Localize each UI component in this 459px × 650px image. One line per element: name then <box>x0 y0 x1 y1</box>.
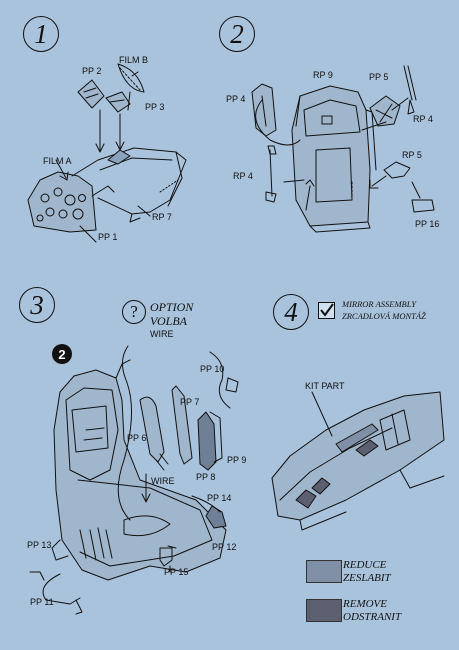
step2-seat-drawing <box>251 65 435 233</box>
legend-remove-swatch <box>306 599 342 622</box>
label-pp11: PP 11 <box>30 597 54 607</box>
label-rp4-right: RP 4 <box>413 114 433 124</box>
label-pp8: PP 8 <box>196 472 216 482</box>
label-mirror-assembly: MIRROR ASSEMBLY <box>342 299 417 309</box>
label-pp10: PP 10 <box>200 364 225 374</box>
label-pp13: PP 13 <box>27 540 52 550</box>
option-question-icon: ? <box>122 300 146 324</box>
step-4-number: 4 <box>273 294 309 330</box>
step3-seat-drawing <box>29 345 239 615</box>
legend-reduce: REDUCE <box>343 559 387 571</box>
label-pp1: PP 1 <box>98 232 118 242</box>
step-1-number: 1 <box>23 16 59 52</box>
step-2-number: 2 <box>219 16 255 52</box>
label-wire-mid: WIRE <box>151 476 175 486</box>
label-pp14: PP 14 <box>207 493 232 503</box>
label-pp6: PP 6 <box>127 433 147 443</box>
label-rp7: RP 7 <box>152 212 172 222</box>
label-pp12: PP 12 <box>212 542 237 552</box>
label-film-a: FILM A <box>43 156 72 166</box>
label-kit-part: KIT PART <box>305 381 345 391</box>
legend-reduce-swatch <box>306 560 342 583</box>
step-3-number: 3 <box>19 287 55 323</box>
step-2-reference-badge: 2 <box>52 344 72 364</box>
label-pp7: PP 7 <box>180 397 200 407</box>
label-volba: VOLBA <box>150 314 187 328</box>
label-pp2: PP 2 <box>82 66 102 76</box>
step4-mirror-drawing <box>271 391 445 531</box>
label-pp3: PP 3 <box>145 102 165 112</box>
label-rp9: RP 9 <box>313 70 333 80</box>
legend-remove: REMOVE <box>343 598 387 610</box>
label-pp5: PP 5 <box>369 72 389 82</box>
label-film-b: FILM B <box>119 55 149 65</box>
label-pp16: PP 16 <box>415 219 440 229</box>
checkmark-icon <box>320 303 334 317</box>
label-rp4-left: RP 4 <box>233 171 253 181</box>
label-zrcadlova-montaz: ZRCADLOVÁ MONTÁŽ <box>342 311 426 321</box>
legend-reduce-cz: ZESLABIT <box>343 572 391 584</box>
label-wire-top: WIRE <box>150 329 174 339</box>
label-pp4: PP 4 <box>226 94 246 104</box>
checkbox-icon <box>318 302 335 319</box>
legend-remove-cz: ODSTRANIT <box>343 611 402 623</box>
label-rp5: RP 5 <box>402 150 422 160</box>
label-option: OPTION <box>150 300 194 314</box>
label-pp9: PP 9 <box>227 455 247 465</box>
step1-panel-drawing <box>27 63 187 243</box>
label-pp15: PP 15 <box>164 567 189 577</box>
